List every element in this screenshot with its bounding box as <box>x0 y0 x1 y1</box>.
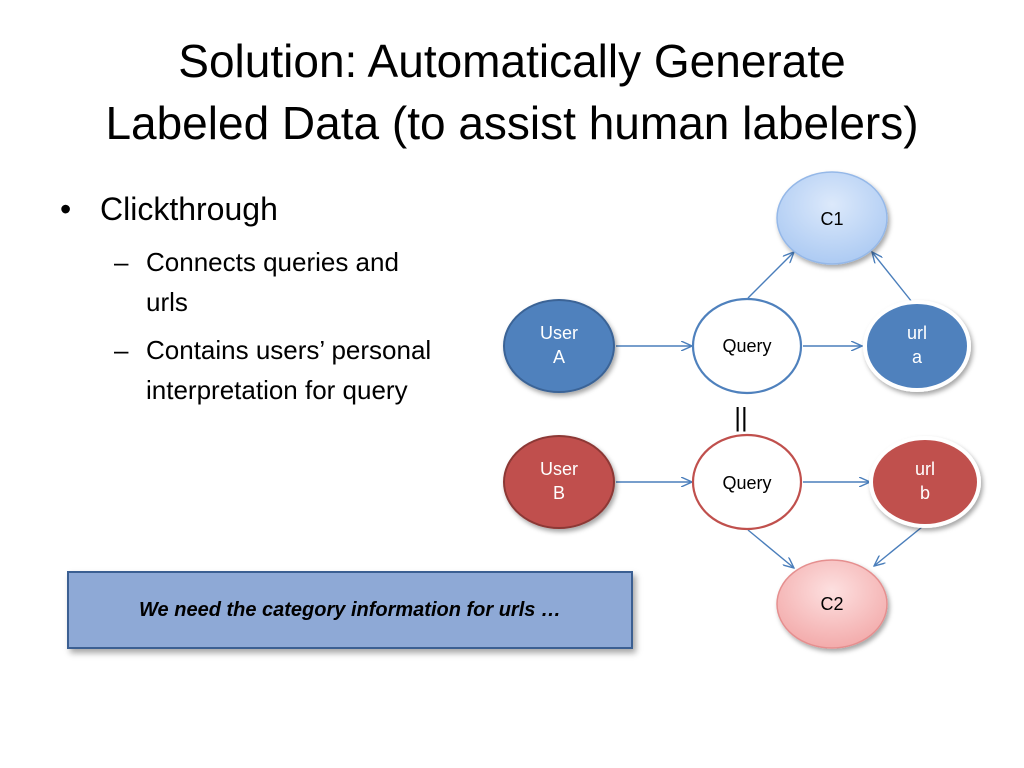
node-c1: C1 <box>776 171 888 265</box>
node-user-b-shape <box>503 435 615 529</box>
diagram-edges <box>616 252 923 568</box>
sub-bullet-marker: – <box>114 335 129 365</box>
node-c2-shape <box>776 559 888 649</box>
node-url-a-label: url <box>907 323 927 343</box>
node-url-b: url b <box>869 436 981 528</box>
edge-query-top-to-c1 <box>747 252 794 299</box>
note-text: We need the category information for url… <box>139 598 561 621</box>
node-query-bottom: Query <box>691 433 803 531</box>
sub-bullet-contains: – Contains users’ personal interpretatio… <box>60 330 500 410</box>
node-user-a-label: A <box>553 347 565 367</box>
node-url-a-shape <box>867 304 967 388</box>
slide-title: Solution: Automatically Generate Labeled… <box>40 30 984 154</box>
bullet-list: • Clickthrough – Connects queries and ur… <box>60 188 500 418</box>
node-user-b: User B <box>503 435 615 529</box>
node-user-b-label: User <box>540 459 578 479</box>
edge-query-bottom-to-c2 <box>747 529 794 568</box>
sub-bullet-line: Contains users’ personal <box>146 335 432 365</box>
node-c1-label: C1 <box>820 209 843 229</box>
equivalence-separator: || <box>734 402 748 432</box>
edge-url-b-to-c2 <box>874 526 923 566</box>
node-user-a-label: User <box>540 323 578 343</box>
title-line-1: Solution: Automatically Generate <box>178 35 846 87</box>
sub-bullet-line: urls <box>146 287 188 317</box>
node-query-bottom-label: Query <box>722 473 771 493</box>
node-c2: C2 <box>776 559 888 649</box>
node-url-a: url a <box>863 300 971 392</box>
node-url-a-label: a <box>912 347 923 367</box>
node-query-top-shape <box>691 297 803 395</box>
node-url-b-label: url <box>915 459 935 479</box>
node-user-a-shape <box>503 299 615 393</box>
node-url-b-shape <box>873 440 977 524</box>
sub-bullet-list: – Connects queries and urls – Contains u… <box>60 242 500 410</box>
node-c2-label: C2 <box>820 594 843 614</box>
node-url-b-label: b <box>920 483 930 503</box>
node-user-b-label: B <box>553 483 565 503</box>
bullet-marker: • <box>60 191 72 227</box>
sub-bullet-connects: – Connects queries and urls <box>60 242 500 322</box>
sub-bullet-marker: – <box>114 247 129 277</box>
node-c1-shape <box>776 171 888 265</box>
node-query-top-label: Query <box>722 336 771 356</box>
sub-bullet-line: interpretation for query <box>146 375 408 405</box>
node-user-a: User A <box>503 299 615 393</box>
node-query-bottom-shape <box>691 433 803 531</box>
title-line-2: Labeled Data (to assist human labelers) <box>105 97 919 149</box>
node-query-top: Query <box>691 297 803 395</box>
note-box: We need the category information for url… <box>67 571 633 649</box>
bullet-text: Clickthrough <box>100 191 278 227</box>
edge-url-a-to-c1 <box>872 252 913 303</box>
bullet-clickthrough: • Clickthrough <box>60 188 500 230</box>
sub-bullet-line: Connects queries and <box>146 247 399 277</box>
